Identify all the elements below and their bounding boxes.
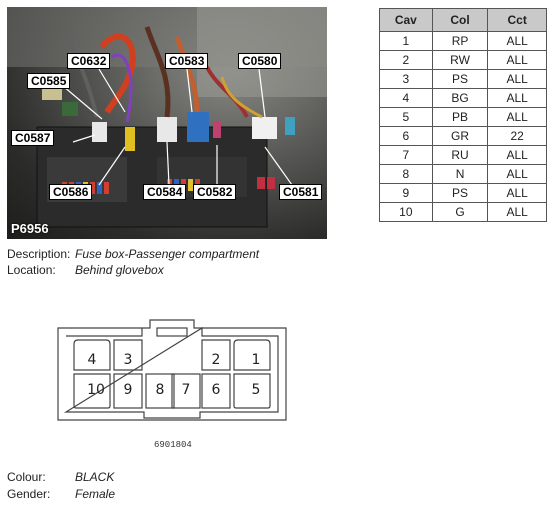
- cell-col: RP: [431, 31, 489, 51]
- location-label: Location:: [7, 263, 56, 277]
- cell-cav: 10: [379, 202, 433, 222]
- description-row: Description: Fuse box-Passenger compartme…: [7, 247, 259, 261]
- gender-label: Gender:: [7, 487, 51, 501]
- cavity-7-label: 7: [181, 382, 191, 398]
- header-col: Col: [431, 8, 489, 32]
- cell-cav: 3: [379, 69, 433, 89]
- cavity-1-label: 1: [251, 352, 261, 368]
- header-cct: Cct: [487, 8, 547, 32]
- cell-cct: ALL: [487, 183, 547, 203]
- cell-cct: ALL: [487, 31, 547, 51]
- cell-cct: ALL: [487, 107, 547, 127]
- cavity-8-label: 8: [155, 382, 165, 398]
- callout-c0584: C0584: [143, 184, 187, 200]
- cell-cct: ALL: [487, 202, 547, 222]
- location-row: Location: Behind glovebox: [7, 263, 164, 277]
- cavity-3-label: 3: [123, 352, 133, 368]
- callout-c0632: C0632: [67, 53, 111, 69]
- gender-value: Female: [75, 487, 116, 501]
- colour-label: Colour:: [7, 470, 46, 484]
- cell-cct: ALL: [487, 88, 547, 108]
- photo-illustration: [7, 7, 327, 228]
- description-label: Description:: [7, 247, 71, 261]
- cell-col: RU: [431, 145, 489, 165]
- callout-c0586: C0586: [49, 184, 93, 200]
- colour-value: BLACK: [75, 470, 115, 484]
- cell-cav: 8: [379, 164, 433, 184]
- cavity-2-label: 2: [211, 352, 221, 368]
- callout-c0585: C0585: [27, 73, 71, 89]
- callout-c0581: C0581: [279, 184, 323, 200]
- cell-cct: ALL: [487, 145, 547, 165]
- location-value: Behind glovebox: [75, 263, 164, 277]
- gender-row: Gender: Female: [7, 487, 115, 501]
- cell-cav: 6: [379, 126, 433, 146]
- cell-col: PS: [431, 69, 489, 89]
- cell-col: GR: [431, 126, 489, 146]
- description-value: Fuse box-Passenger compartment: [75, 247, 260, 261]
- callout-c0583: C0583: [165, 53, 209, 69]
- callout-c0582: C0582: [193, 184, 237, 200]
- cavity-10-label: 10: [87, 382, 105, 398]
- cavity-6-label: 6: [211, 382, 221, 398]
- cell-cav: 4: [379, 88, 433, 108]
- cell-cct: ALL: [487, 69, 547, 89]
- cell-cav: 7: [379, 145, 433, 165]
- colour-row: Colour: BLACK: [7, 470, 114, 484]
- cell-cav: 5: [379, 107, 433, 127]
- cell-cav: 1: [379, 31, 433, 51]
- callout-c0587: C0587: [11, 130, 55, 146]
- cavity-4-label: 4: [87, 352, 97, 368]
- header-cav: Cav: [379, 8, 433, 32]
- connector-part-number: 6901804: [154, 440, 192, 450]
- callout-c0580: C0580: [238, 53, 282, 69]
- fuse-box-photo: C0632 C0583 C0580 C0585 C0587 C0586 C058…: [7, 7, 327, 239]
- cell-cav: 9: [379, 183, 433, 203]
- cell-col: PB: [431, 107, 489, 127]
- cell-col: PS: [431, 183, 489, 203]
- cell-col: BG: [431, 88, 489, 108]
- cell-cct: ALL: [487, 50, 547, 70]
- cell-col: RW: [431, 50, 489, 70]
- cavity-9-label: 9: [123, 382, 133, 398]
- cavity-5-label: 5: [251, 382, 261, 398]
- pin-table-header: Cav Col Cct: [379, 8, 547, 32]
- cell-cct: ALL: [487, 164, 547, 184]
- cell-cav: 2: [379, 50, 433, 70]
- cell-cct: 22: [487, 126, 547, 146]
- cell-col: G: [431, 202, 489, 222]
- photo-id: P6956: [11, 221, 49, 236]
- connector-face-diagram: [57, 319, 287, 421]
- cell-col: N: [431, 164, 489, 184]
